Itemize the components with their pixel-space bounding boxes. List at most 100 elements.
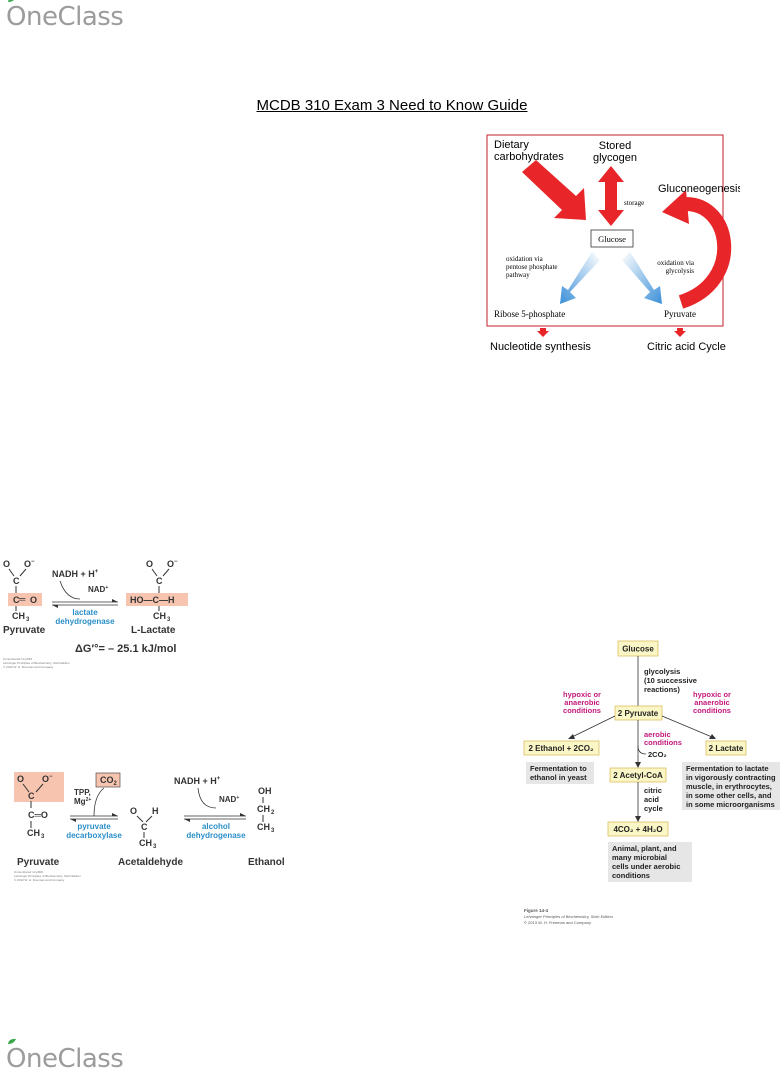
svg-text:Pyruvate: Pyruvate bbox=[17, 857, 60, 868]
svg-text:OH: OH bbox=[258, 786, 272, 796]
header-logo-text: OneClass bbox=[6, 2, 124, 32]
svg-text:NAD+: NAD+ bbox=[219, 795, 239, 804]
svg-text:NADH + H+: NADH + H+ bbox=[174, 776, 221, 786]
footer-logo-text: OneClass bbox=[6, 1044, 124, 1074]
svg-text:O: O bbox=[30, 595, 37, 605]
gluconeogenesis-arrow bbox=[678, 196, 732, 309]
red-arrow-small bbox=[674, 328, 686, 337]
svg-text:H: H bbox=[152, 806, 159, 816]
ribose-label: Ribose 5-phosphate bbox=[494, 309, 565, 319]
svg-text:O: O bbox=[24, 559, 31, 569]
svg-text:3: 3 bbox=[167, 617, 171, 623]
ppp-arrow bbox=[560, 252, 600, 304]
svg-text:3: 3 bbox=[153, 844, 157, 850]
svg-text:CH: CH bbox=[139, 838, 152, 848]
svg-text:CH: CH bbox=[153, 611, 166, 621]
lactate-name: L-Lactate bbox=[131, 625, 176, 636]
svg-text:CH: CH bbox=[257, 822, 270, 832]
citric-label: Citric acid Cycle bbox=[647, 341, 726, 353]
glycolysis-arrow bbox=[622, 252, 662, 304]
svg-text:© 2013 W. H. Freeman and Compa: © 2013 W. H. Freeman and Company bbox=[524, 920, 591, 925]
svg-text:storage: storage bbox=[624, 199, 644, 207]
gluconeogenesis-label: Gluconeogenesis bbox=[658, 183, 740, 195]
svg-text:CH: CH bbox=[257, 804, 270, 814]
svg-text:TPP,Mg2+: TPP,Mg2+ bbox=[74, 788, 91, 806]
red-arrow-small bbox=[537, 328, 549, 337]
svg-text:2CO₂: 2CO₂ bbox=[648, 750, 667, 759]
svg-text:3: 3 bbox=[41, 834, 45, 840]
leaf-icon bbox=[8, 0, 14, 2]
svg-text:3: 3 bbox=[26, 617, 30, 623]
svg-text:O: O bbox=[17, 774, 24, 784]
svg-text:2 Lactate: 2 Lactate bbox=[709, 744, 744, 753]
pyruvate-name: Pyruvate bbox=[3, 625, 46, 636]
svg-text:═: ═ bbox=[18, 594, 26, 604]
svg-text:O: O bbox=[146, 559, 153, 569]
svg-text:C: C bbox=[156, 576, 163, 586]
svg-text:3: 3 bbox=[271, 828, 275, 834]
svg-text:Figure 14-4: Figure 14-4 bbox=[524, 908, 549, 913]
svg-text:C: C bbox=[28, 791, 35, 801]
svg-text:Ethanol: Ethanol bbox=[248, 857, 285, 868]
svg-text:−: − bbox=[49, 774, 53, 780]
svg-text:−: − bbox=[174, 559, 178, 565]
svg-text:NAD+: NAD+ bbox=[88, 585, 108, 594]
svg-text:O: O bbox=[130, 806, 137, 816]
header-logo: OneClass bbox=[6, 0, 124, 32]
glycogen-arrow bbox=[598, 166, 624, 226]
footer-logo: OneClass bbox=[6, 1038, 124, 1074]
document-title: MCDB 310 Exam 3 Need to Know Guide bbox=[256, 97, 528, 114]
nucleotide-label: Nucleotide synthesis bbox=[490, 341, 591, 353]
svg-text:C: C bbox=[13, 595, 20, 605]
svg-text:CH: CH bbox=[27, 828, 40, 838]
svg-text:2 Ethanol + 2CO₂: 2 Ethanol + 2CO₂ bbox=[528, 744, 594, 753]
ethanol-box bbox=[523, 740, 600, 756]
pyruvate-box bbox=[614, 705, 663, 721]
glucose-label: Glucose bbox=[598, 234, 626, 244]
svg-text:O: O bbox=[167, 559, 174, 569]
svg-text:O: O bbox=[3, 559, 10, 569]
svg-text:HO—C—H: HO—C—H bbox=[130, 595, 175, 605]
svg-text:C═O: C═O bbox=[28, 810, 48, 820]
leaf-icon bbox=[8, 1038, 16, 1044]
svg-text:2: 2 bbox=[271, 810, 275, 816]
delta-g: ΔG′°= – 25.1 kJ/mol bbox=[75, 643, 176, 655]
svg-text:CO2: CO2 bbox=[100, 775, 118, 787]
svg-text:C: C bbox=[141, 822, 148, 832]
pyruvate-label: Pyruvate bbox=[664, 309, 696, 319]
svg-text:Lehninger Principles of Bioche: Lehninger Principles of Biochemistry, Si… bbox=[524, 914, 614, 919]
svg-text:Glucose: Glucose bbox=[622, 645, 654, 654]
svg-text:Acetaldehyde: Acetaldehyde bbox=[118, 857, 183, 868]
svg-text:NADH + H+: NADH + H+ bbox=[52, 569, 99, 579]
svg-text:−: − bbox=[31, 559, 35, 565]
svg-text:CH: CH bbox=[12, 611, 25, 621]
svg-text:4CO₂ + 4H₂O: 4CO₂ + 4H₂O bbox=[613, 825, 662, 834]
glucose-box bbox=[590, 229, 634, 248]
svg-text:O: O bbox=[42, 774, 49, 784]
svg-text:2 Pyruvate: 2 Pyruvate bbox=[618, 709, 659, 718]
dietary-arrow bbox=[522, 160, 586, 220]
final-products-box bbox=[607, 821, 669, 837]
svg-text:C: C bbox=[13, 576, 20, 586]
svg-text:2 Acetyl-CoA: 2 Acetyl-CoA bbox=[613, 771, 663, 780]
lactate-box bbox=[705, 740, 747, 756]
